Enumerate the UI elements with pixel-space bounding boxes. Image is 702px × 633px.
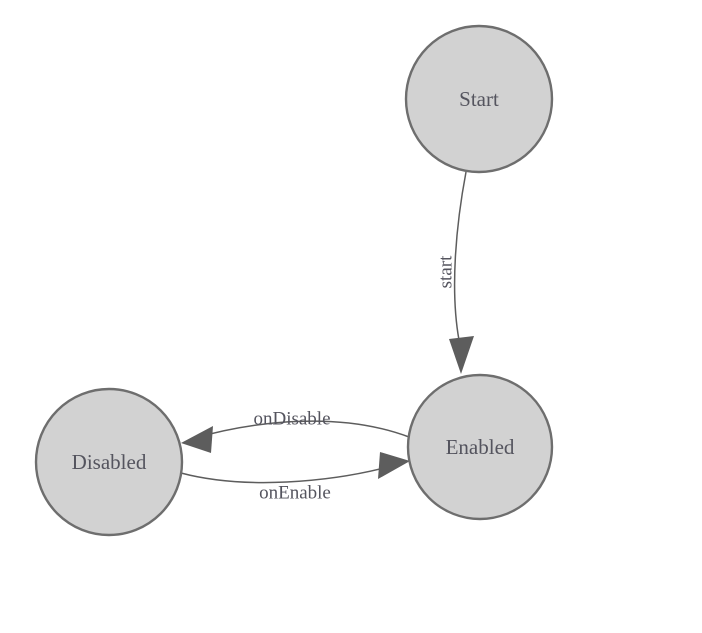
state-node-enabled[interactable]: Enabled	[406, 373, 554, 521]
edge-enabled-to-disabled-path	[194, 420, 410, 439]
edge-start-to-enabled[interactable]: start	[436, 171, 475, 374]
state-node-start-circle	[404, 24, 554, 174]
state-node-enabled-label: Enabled	[446, 435, 515, 459]
edge-label-start: start	[436, 255, 457, 288]
state-node-disabled[interactable]: Disabled	[34, 387, 184, 537]
state-node-disabled-circle	[34, 387, 184, 537]
edge-disabled-to-enabled[interactable]: onEnable	[180, 452, 410, 504]
state-node-start-label: Start	[459, 87, 499, 111]
edge-label-on-disable: onDisable	[253, 409, 330, 430]
edge-label-on-enable: onEnable	[259, 483, 331, 504]
edge-start-to-enabled-arrowhead	[449, 336, 474, 374]
state-node-disabled-label: Disabled	[72, 450, 147, 474]
edge-enabled-to-disabled-arrowhead	[181, 426, 213, 453]
edge-enabled-to-disabled[interactable]: onDisable	[181, 409, 410, 454]
edge-disabled-to-enabled-arrowhead	[378, 452, 410, 479]
state-node-start[interactable]: Start	[404, 24, 554, 174]
state-node-enabled-circle	[406, 373, 554, 521]
edge-disabled-to-enabled-path	[180, 466, 389, 484]
edge-start-to-enabled-path	[453, 171, 467, 341]
